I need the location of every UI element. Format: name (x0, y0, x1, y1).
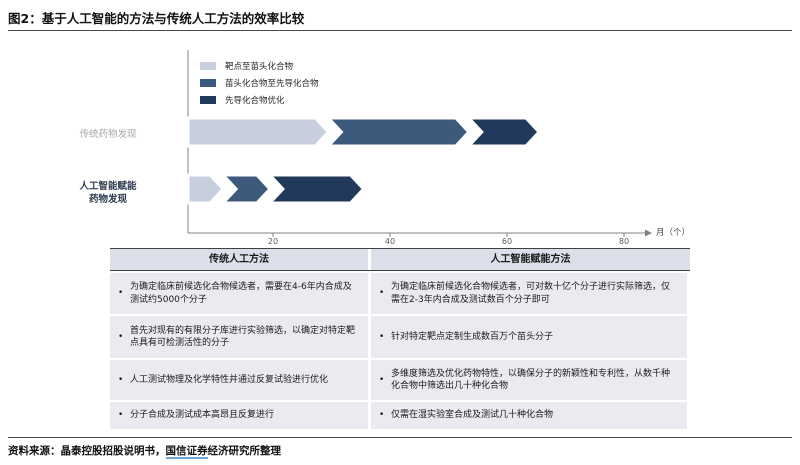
category-label-ai: 人工智能赋能 药物发现 (79, 181, 137, 205)
comparison-table: 传统人工方法 人工智能赋能方法 • 为确定临床前候选化合物候选者，需要在4-6年内… (110, 248, 690, 429)
table-body: • 为确定临床前候选化合物候选者，需要在4-6年内合成及测试约5000个分子 • 为确… (110, 273, 690, 429)
bullet-icon: • (118, 374, 124, 385)
legend-label-stage2: 苗头化合物至先导化合物 (225, 79, 319, 89)
chart-canvas (186, 50, 652, 237)
x-tick-label: 20 (267, 237, 279, 246)
legend-item-stage2: 苗头化合物至先导化合物 (200, 77, 319, 89)
legend-label-stage1: 靶点至苗头化合物 (225, 62, 294, 72)
figure-title: 图2：基于人工智能的方法与传统人工方法的效率比较 (8, 11, 305, 26)
title-divider (8, 30, 792, 31)
table-row: • 为确定临床前候选化合物候选者，需要在4-6年内合成及测试约5000个分子 • 为确… (110, 273, 690, 314)
table-header-ai: 人工智能赋能方法 (368, 249, 690, 270)
category-label-traditional: 传统药物发现 (79, 129, 137, 140)
bar-segment-stage1 (186, 116, 331, 148)
bar-segment-stage3 (266, 173, 366, 205)
bar-segment-stage3 (465, 116, 542, 148)
bullet-icon: • (118, 410, 124, 421)
bullet-icon: • (379, 410, 385, 421)
table-cell-text: 为确定临床前候选化合物候选者，可对数十亿个分子进行实际筛选，仅需在2-3年内合成… (391, 282, 671, 305)
bullet-icon: • (379, 331, 385, 342)
legend-swatch-stage3-icon (200, 96, 216, 104)
bar-segment-stage1 (186, 173, 226, 205)
table-header-row: 传统人工方法 人工智能赋能方法 (110, 248, 690, 271)
table-cell-text: 首先对现有的有限分子库进行实验筛选，以确定对特定靶点具有可检测活性的分子 (130, 325, 356, 349)
table-cell-text: 仅需在湿实验室合成及测试几十种化合物 (391, 410, 554, 421)
chart-legend: 靶点至苗头化合物 苗头化合物至先导化合物 先导化合物优化 (200, 60, 319, 106)
source-text-suffix: 经济研究所整理 (207, 445, 282, 457)
x-tick-label: 60 (501, 237, 513, 246)
table-row: • 人工测试物理及化学特性并通过反复试验进行优化 • 多维度筛选及优化药物特性，以确保… (110, 360, 690, 400)
table-row: • 首先对现有的有限分子库进行实验筛选，以确定对特定靶点具有可检测活性的分子 • 针对… (110, 316, 690, 358)
footer-divider (8, 437, 792, 438)
bullet-icon: • (118, 288, 124, 299)
bar-segment-stage2 (219, 173, 272, 205)
bullet-icon: • (379, 374, 385, 385)
x-tick-label: 40 (384, 237, 396, 246)
legend-swatch-stage1-icon (200, 62, 216, 70)
table-cell-text: 人工测试物理及化学特性并通过反复试验进行优化 (130, 374, 329, 385)
table-cell: • 多维度筛选及优化药物特性，以确保分子的新颖性和专利性，从数千种化合物中筛选出几… (371, 360, 687, 400)
table-cell: • 针对特定靶点定制生成数百万个苗头分子 (371, 316, 687, 358)
table-cell: • 为确定临床前候选化合物候选者，可对数十亿个分子进行实际筛选，仅需在2-3年内合… (371, 273, 687, 314)
table-row: • 分子合成及测试成本高昂且反复进行 • 仅需在湿实验室合成及测试几十种化合物 (110, 402, 690, 429)
table-cell-text: 分子合成及测试成本高昂且反复进行 (130, 410, 275, 421)
legend-swatch-stage2-icon (200, 79, 216, 87)
efficiency-chart: 靶点至苗头化合物 苗头化合物至先导化合物 先导化合物优化 传统药物发现 人工智能… (0, 40, 800, 255)
axis-arrow-icon (645, 229, 652, 237)
x-axis-unit-label: 月（个） (656, 228, 691, 238)
x-tick-label: 80 (618, 237, 630, 246)
table-header-traditional: 传统人工方法 (209, 254, 269, 265)
bullet-icon: • (379, 288, 385, 299)
bullet-icon: • (118, 331, 124, 342)
bar-segment-stage2 (324, 116, 471, 148)
table-cell-text: 为确定临床前候选化合物候选者，需要在4-6年内合成及测试约5000个分子 (130, 282, 352, 305)
legend-item-stage3: 先导化合物优化 (200, 94, 319, 106)
source-link[interactable]: 国信证券 (165, 445, 208, 459)
table-cell: • 为确定临床前候选化合物候选者，需要在4-6年内合成及测试约5000个分子 (110, 273, 368, 314)
table-cell-text: 多维度筛选及优化药物特性，以确保分子的新颖性和专利性，从数千种化合物中筛选出几十… (391, 368, 671, 392)
legend-item-stage1: 靶点至苗头化合物 (200, 60, 319, 72)
table-cell-text: 针对特定靶点定制生成数百万个苗头分子 (391, 331, 554, 342)
legend-label-stage3: 先导化合物优化 (225, 96, 285, 106)
table-cell: • 仅需在湿实验室合成及测试几十种化合物 (371, 402, 687, 429)
source-text-prefix: 资料来源：晶泰控股招股说明书， (8, 445, 166, 457)
table-cell: • 分子合成及测试成本高昂且反复进行 (110, 402, 368, 429)
source-note: 资料来源：晶泰控股招股说明书，国信证券经济研究所整理 (8, 443, 282, 459)
table-cell: • 首先对现有的有限分子库进行实验筛选，以确定对特定靶点具有可检测活性的分子 (110, 316, 368, 358)
table-cell: • 人工测试物理及化学特性并通过反复试验进行优化 (110, 360, 368, 400)
